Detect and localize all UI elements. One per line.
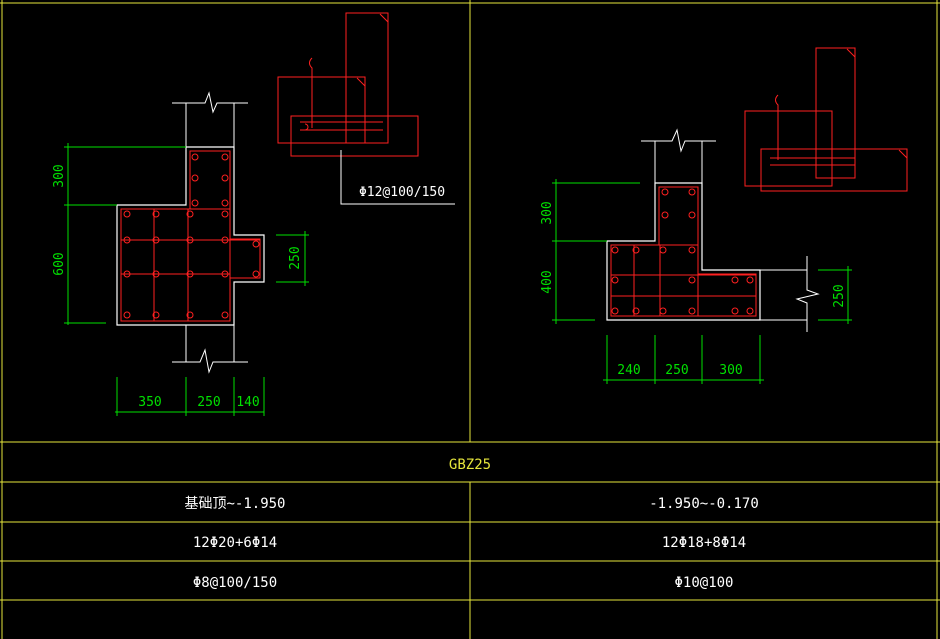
right-side-break: [795, 256, 820, 332]
right-bars: [611, 188, 754, 315]
stirrup-spec-right: Φ10@100: [674, 575, 733, 591]
dim-v-250: 250: [832, 284, 847, 307]
right-top-break: [641, 128, 716, 153]
right-break-lines: [641, 128, 820, 332]
longitudinal-rebar-right: 12Φ18+8Φ14: [662, 535, 746, 551]
dim-v-300: 300: [52, 164, 67, 187]
left-stirrup-main: [120, 208, 231, 322]
table-title: GBZ25: [449, 457, 491, 473]
left-rebar: [120, 150, 261, 322]
elevation-range-left: 基础顶~-1.950: [184, 495, 285, 512]
right-rebar: [610, 186, 757, 317]
right-stirrup-detail: [744, 47, 908, 192]
dim-140: 140: [236, 395, 259, 410]
right-section: 240 250 300 300 400 250: [540, 47, 908, 384]
elevation-range-right: -1.950~-0.170: [649, 496, 759, 512]
dim-v-300: 300: [540, 201, 555, 224]
left-stirrup-detail: [277, 12, 419, 157]
left-bars: [123, 153, 260, 319]
right-wall-outline: [606, 182, 761, 321]
left-dimension-text: 350 250 140 300 600 250: [52, 164, 303, 410]
dim-v-400: 400: [540, 270, 555, 293]
dim-v-250: 250: [288, 246, 303, 269]
left-top-break: [172, 91, 248, 114]
left-wall-outline: [116, 146, 265, 326]
callout-leader: [340, 150, 455, 205]
right-dimension-lines: [552, 179, 852, 384]
left-stirrup-flange: [229, 238, 261, 279]
stirrup-callout: Φ12@100/150: [359, 185, 445, 200]
left-break-lines: [172, 91, 248, 374]
dim-250: 250: [665, 363, 688, 378]
dim-240: 240: [617, 363, 640, 378]
dim-350: 350: [138, 395, 161, 410]
left-dimension-lines: [64, 143, 309, 416]
stirrup-spec-left: Φ8@100/150: [193, 575, 277, 591]
left-section: 350 250 140 300 600 250 Φ12@100/150: [52, 12, 455, 416]
dim-250: 250: [197, 395, 220, 410]
left-bottom-break: [172, 348, 248, 374]
longitudinal-rebar-left: 12Φ20+6Φ14: [193, 535, 277, 551]
right-dimension-text: 240 250 300 300 400 250: [540, 201, 847, 378]
dim-v-600: 600: [52, 252, 67, 275]
dim-300: 300: [719, 363, 742, 378]
section-table: GBZ25 基础顶~-1.950 -1.950~-0.170 12Φ20+6Φ1…: [184, 457, 758, 591]
